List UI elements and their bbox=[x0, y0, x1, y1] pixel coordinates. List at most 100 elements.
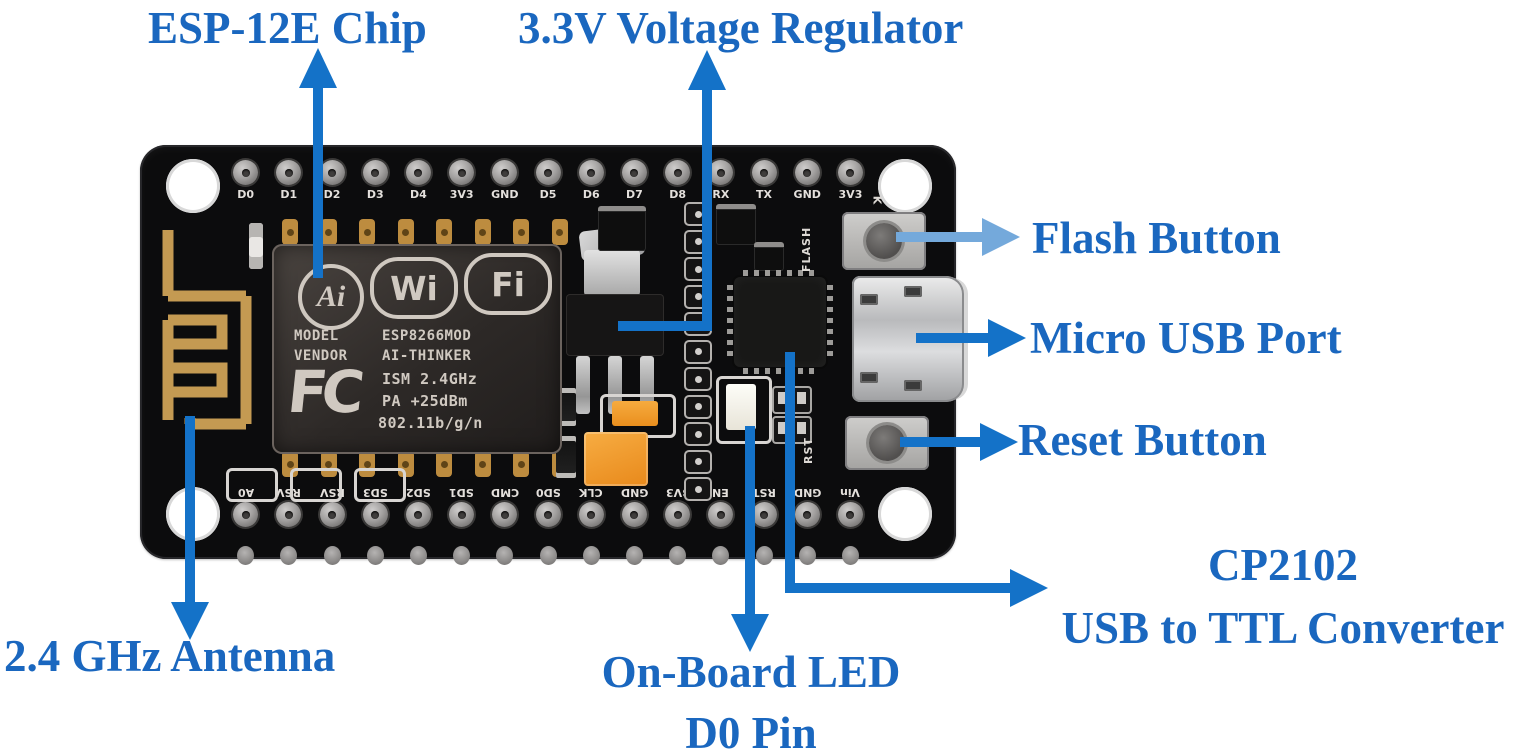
pin-cell: A0 bbox=[224, 486, 267, 527]
pin-cell: D2 bbox=[310, 160, 353, 201]
pin-label: GND bbox=[491, 188, 519, 201]
regulator-tab bbox=[584, 250, 640, 296]
pin-bump bbox=[798, 546, 816, 565]
pin-pad bbox=[535, 502, 561, 527]
pin-cell: GND bbox=[483, 160, 526, 201]
pin-label: D5 bbox=[539, 188, 557, 201]
bump-cell bbox=[354, 546, 397, 565]
module-pa-text: PA +25dBm bbox=[382, 392, 468, 410]
pin-pad bbox=[837, 502, 863, 527]
label-micro-usb: Micro USB Port bbox=[1030, 313, 1342, 363]
regulator-leg bbox=[576, 356, 590, 414]
bump-cell bbox=[397, 546, 440, 565]
pin-pad bbox=[362, 502, 388, 527]
smd-transistor bbox=[598, 206, 646, 251]
pin-pad bbox=[319, 502, 345, 527]
arrow-regulator bbox=[618, 86, 712, 331]
castellation-pad bbox=[513, 451, 529, 477]
led-silkscreen bbox=[716, 376, 772, 444]
pin-pad bbox=[751, 502, 777, 527]
pin-cell: 3V3 bbox=[656, 486, 699, 527]
castellation-pad bbox=[320, 219, 337, 245]
label-onboard-led: On-Board LED D0 Pin bbox=[556, 642, 946, 754]
pin-cell: TX bbox=[742, 160, 785, 201]
pin-pad bbox=[621, 160, 647, 185]
pin-label: D2 bbox=[323, 188, 341, 201]
chip-pins bbox=[827, 285, 833, 359]
pin-pad bbox=[276, 502, 302, 527]
tantalum-capacitor bbox=[612, 401, 658, 426]
usb-anchor bbox=[904, 286, 922, 297]
arrow-cp2102 bbox=[785, 352, 1014, 593]
label-reset-button: Reset Button bbox=[1018, 415, 1267, 465]
pin-pad bbox=[276, 160, 302, 185]
pin-pad bbox=[708, 160, 734, 185]
pin-pad bbox=[492, 502, 518, 527]
castellation-pad bbox=[551, 219, 568, 245]
bump-cell bbox=[224, 546, 267, 565]
mounting-hole bbox=[878, 159, 932, 213]
pin-cell: D7 bbox=[613, 160, 656, 201]
pin-label: D3 bbox=[366, 188, 384, 201]
pin-pad bbox=[751, 160, 777, 185]
pin-cell: SD0 bbox=[526, 486, 569, 527]
pin-label: D1 bbox=[280, 188, 298, 201]
bump-cell bbox=[742, 546, 785, 565]
pin-cell: D1 bbox=[267, 160, 310, 201]
label-antenna: 2.4 GHz Antenna bbox=[4, 631, 336, 681]
chip-pins bbox=[743, 368, 817, 374]
pin-bump bbox=[582, 546, 600, 565]
pin-cell: EN bbox=[699, 486, 742, 527]
pin-pad bbox=[233, 502, 259, 527]
pin-bump bbox=[625, 546, 643, 565]
label-voltage-regulator: 3.3V Voltage Regulator bbox=[518, 3, 964, 53]
pin-header-bumps bbox=[224, 546, 872, 565]
wifi-logo-fi: Fi bbox=[464, 253, 552, 315]
pin-cell: GND bbox=[786, 486, 829, 527]
pin-bump bbox=[366, 546, 384, 565]
pin-cell: Vin bbox=[829, 486, 872, 527]
castellation-pad bbox=[359, 219, 375, 245]
chip-pins bbox=[727, 285, 733, 359]
tantalum-capacitor bbox=[584, 432, 648, 486]
pin-cell: GND bbox=[613, 486, 656, 527]
castellation-pad bbox=[397, 219, 414, 245]
pin-label: 3V3 bbox=[838, 188, 863, 201]
pin-cell: GND bbox=[786, 160, 829, 201]
castellation-pad bbox=[436, 219, 452, 245]
pin-cell: D6 bbox=[570, 160, 613, 201]
usb-anchor bbox=[904, 380, 922, 391]
smd-transistor bbox=[754, 242, 784, 271]
header-pad bbox=[684, 477, 712, 501]
pin-label: TX bbox=[756, 188, 773, 201]
pin-label: D0 bbox=[237, 188, 254, 201]
pcb-antenna-trace bbox=[162, 230, 252, 430]
usb-anchor bbox=[860, 372, 878, 383]
pin-bump bbox=[453, 546, 471, 565]
pin-label: GND bbox=[793, 188, 821, 201]
antenna-smd-component bbox=[249, 223, 263, 269]
header-pad bbox=[684, 367, 712, 391]
pin-bump bbox=[409, 546, 427, 565]
bump-cell bbox=[483, 546, 526, 565]
pin-cell: D8 bbox=[656, 160, 699, 201]
pin-label: 3V3 bbox=[449, 188, 474, 201]
bump-cell bbox=[656, 546, 699, 565]
pin-cell: CLK bbox=[570, 486, 613, 527]
silkscreen-bracket bbox=[354, 468, 406, 502]
bump-cell bbox=[440, 546, 483, 565]
header-pad bbox=[684, 422, 712, 446]
pin-bump bbox=[712, 546, 730, 565]
header-pad bbox=[684, 449, 712, 474]
mounting-hole bbox=[166, 159, 220, 213]
pin-cell: D3 bbox=[354, 160, 397, 201]
pin-bump bbox=[496, 546, 514, 565]
bump-cell bbox=[613, 546, 656, 565]
wifi-logo-wi: Wi bbox=[370, 257, 458, 319]
pin-pad bbox=[405, 160, 431, 185]
pin-cell: D4 bbox=[397, 160, 440, 201]
